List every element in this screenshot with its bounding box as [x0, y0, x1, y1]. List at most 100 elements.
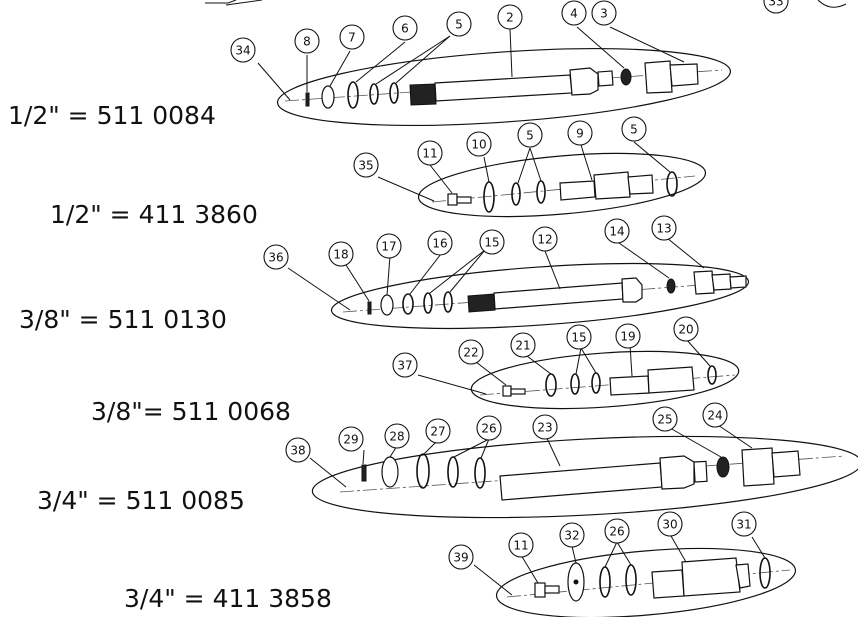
callout-20: 20	[673, 316, 699, 342]
callout-number: 16	[432, 237, 447, 251]
leader-lines	[257, 26, 766, 596]
callout-number: 37	[397, 359, 412, 373]
callout-number: 8	[303, 35, 311, 49]
kit-label-5: 3/4" = 511 0085	[37, 486, 245, 515]
callout-number: 38	[290, 444, 305, 458]
callout-2: 2	[497, 4, 523, 30]
callout-circle	[615, 323, 641, 349]
callout-3: 3	[591, 0, 617, 26]
callout-circle	[510, 332, 536, 358]
assembly-4	[470, 350, 740, 410]
callout-number: 17	[381, 240, 396, 254]
callout-circle	[285, 437, 311, 463]
callout-number: 39	[453, 551, 468, 565]
callout-circle	[294, 28, 320, 54]
assembly-3	[330, 263, 750, 329]
callout-26a: 26	[476, 415, 502, 441]
callout-number: 6	[401, 22, 409, 36]
callout-33: 33	[763, 0, 789, 14]
callout-number: 4	[570, 7, 578, 21]
assembly-6	[495, 547, 797, 617]
callout-circle	[376, 233, 402, 259]
callout-11a: 11	[417, 140, 443, 166]
callout-circle	[517, 122, 543, 148]
callout-number: 5	[455, 18, 463, 32]
callout-circle	[702, 402, 728, 428]
callout-number: 2	[506, 11, 514, 25]
callout-circle	[384, 423, 410, 449]
callout-number: 31	[736, 518, 751, 532]
callout-circle	[567, 120, 593, 146]
callout-15b: 15	[566, 324, 592, 350]
callout-circle	[604, 218, 630, 244]
callout-26b: 26	[604, 518, 630, 544]
callout-circle	[508, 532, 534, 558]
callout-number: 25	[657, 413, 672, 427]
callout-30: 30	[657, 511, 683, 537]
callout-22: 22	[458, 339, 484, 365]
callout-number: 5	[526, 129, 534, 143]
callout-38: 38	[285, 437, 311, 463]
callout-circle	[532, 414, 558, 440]
callout-15a: 15	[479, 229, 505, 255]
callout-number: 23	[537, 421, 552, 435]
callout-circle	[652, 406, 678, 432]
kit-label-3: 3/8" = 511 0130	[19, 305, 227, 334]
callout-circle	[532, 226, 558, 252]
callout-14: 14	[604, 218, 630, 244]
callout-number: 14	[609, 225, 624, 239]
callout-number: 20	[678, 323, 693, 337]
callout-number: 36	[268, 251, 283, 265]
callout-number: 29	[343, 433, 358, 447]
callout-circle	[458, 339, 484, 365]
callout-9: 9	[567, 120, 593, 146]
callout-number: 33	[768, 0, 783, 9]
callout-25: 25	[652, 406, 678, 432]
assembly-5	[311, 435, 858, 519]
callout-34: 34	[230, 37, 256, 63]
callout-37: 37	[392, 352, 418, 378]
callout-circle	[392, 15, 418, 41]
callout-circle	[497, 4, 523, 30]
callout-29: 29	[338, 426, 364, 452]
callout-4: 4	[561, 0, 587, 26]
callout-number: 5	[630, 123, 638, 137]
callout-number: 15	[571, 331, 586, 345]
callout-27: 27	[425, 418, 451, 444]
callout-circle	[339, 24, 365, 50]
callout-circle	[591, 0, 617, 26]
callout-13: 13	[651, 215, 677, 241]
callout-5c: 5	[621, 116, 647, 142]
callout-number: 28	[389, 430, 404, 444]
callout-circle	[566, 324, 592, 350]
callout-17: 17	[376, 233, 402, 259]
callout-11b: 11	[508, 532, 534, 558]
callout-28: 28	[384, 423, 410, 449]
callout-10: 10	[466, 131, 492, 157]
callout-number: 9	[576, 127, 584, 141]
assembly-1	[276, 48, 732, 126]
callout-circle	[466, 131, 492, 157]
callout-number: 18	[333, 248, 348, 262]
callout-number: 19	[620, 330, 635, 344]
callout-36: 36	[263, 244, 289, 270]
callout-24: 24	[702, 402, 728, 428]
callout-circle	[476, 415, 502, 441]
callout-number: 21	[515, 339, 530, 353]
callout-number: 3	[600, 7, 608, 21]
callout-number: 11	[422, 147, 437, 161]
callout-18: 18	[328, 241, 354, 267]
callout-circle	[763, 0, 789, 14]
callout-circle	[651, 215, 677, 241]
callout-circle	[392, 352, 418, 378]
callout-circle	[328, 241, 354, 267]
callout-5b: 5	[517, 122, 543, 148]
callout-23: 23	[532, 414, 558, 440]
callout-number: 32	[564, 529, 579, 543]
kit-label-1: 1/2" = 511 0084	[8, 101, 216, 130]
callout-21: 21	[510, 332, 536, 358]
callout-circle	[731, 511, 757, 537]
callout-circle	[657, 511, 683, 537]
